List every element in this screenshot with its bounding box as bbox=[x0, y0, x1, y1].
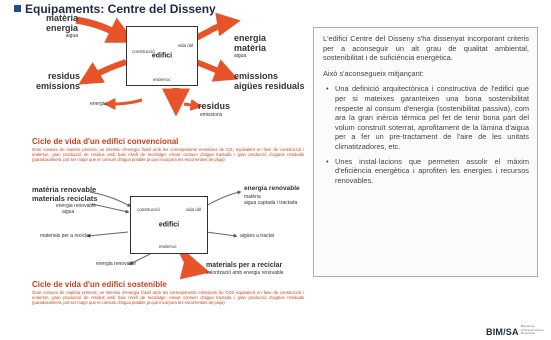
bottom-out-label-2: matèria bbox=[244, 194, 261, 200]
slide-title: Equipaments: Centre del Disseny bbox=[14, 2, 216, 16]
top-left-out-label-1: residus bbox=[47, 71, 80, 81]
top-right-out-arrow bbox=[194, 59, 239, 82]
conventional-title: Cicle de vida d'un edifici convencional bbox=[32, 137, 179, 146]
sustainable-text: Gran consum de matèria primera; us inten… bbox=[32, 290, 304, 306]
bottom-box-demolition-label: enderroc bbox=[159, 244, 177, 249]
bottom-in-label-4: aigua bbox=[62, 209, 75, 215]
top-box-lifespan-label: vida útil bbox=[177, 43, 193, 48]
top-diagram-flows bbox=[75, 12, 241, 117]
bottom-in-label-2: materials reciclats bbox=[32, 194, 98, 203]
top-bottom-left-arrow bbox=[103, 97, 143, 110]
top-left-out-arrow bbox=[78, 59, 127, 85]
top-bottom-right-arrow bbox=[183, 98, 203, 111]
panel-bullet-list: Una definició arquitectònica i construct… bbox=[323, 84, 529, 185]
bottom-out-label-3: aigua captada i tractada bbox=[244, 200, 298, 206]
top-in-label-2: energia bbox=[45, 23, 78, 33]
top-bottom-right-label-1: residus bbox=[198, 101, 231, 111]
bottom-box-lifespan-label: vida útil bbox=[185, 207, 201, 212]
logo-tagline-1: Barcelona bbox=[520, 324, 535, 329]
logo-tagline-3: Municipals bbox=[520, 331, 535, 335]
top-right-out-label-1: emissions bbox=[234, 71, 279, 81]
bottom-right-out-label: aigües a tractar bbox=[240, 233, 275, 239]
bimsa-logo-name: BIM/SA bbox=[486, 327, 519, 337]
bottom-box-center-label: edifici bbox=[158, 221, 180, 229]
sustainable-title: Cicle de vida d'un edifici sostenible bbox=[32, 280, 167, 289]
top-box-construction-label: construcció bbox=[132, 49, 155, 54]
bottom-energia-label: energia renovable bbox=[96, 261, 137, 267]
top-box-center-label: edifici bbox=[151, 52, 173, 60]
bottom-box-construction-label: construcció bbox=[137, 207, 160, 212]
bottom-right-out-label-1: materials per a reciclar bbox=[206, 262, 283, 269]
bottom-in-label-1: matèria renovable bbox=[32, 185, 97, 194]
conventional-text: Gran consum de matèria primera; us inten… bbox=[32, 147, 304, 163]
slide-title-text: Equipaments: Centre del Disseny bbox=[25, 2, 216, 16]
bottom-in-arrow bbox=[89, 191, 132, 207]
panel-intro: L'edifici Centre del Disseny s'ha dissen… bbox=[323, 34, 529, 63]
top-out-label-1: energia bbox=[234, 33, 267, 43]
top-bottom-right-label-2: emissions bbox=[200, 112, 223, 118]
bottom-building-box: construcció vida útil edifici enderroc bbox=[130, 196, 208, 254]
bottom-left-out-label: materials per a reciclar bbox=[40, 233, 91, 239]
bottom-out-arrow bbox=[205, 190, 242, 207]
top-bottom-energia-label: energia bbox=[90, 101, 107, 107]
bottom-out-label-1: energia renovable bbox=[244, 185, 300, 192]
top-left-out-label-2: emissions bbox=[35, 81, 80, 91]
title-bullet-icon bbox=[14, 5, 21, 12]
top-right-out-label-2: aigües residuals bbox=[234, 81, 305, 91]
top-out-label-3: aigua bbox=[234, 53, 247, 59]
panel-lead: Això s'aconsegueix mitjançant: bbox=[323, 68, 424, 78]
bottom-in-arrow-2 bbox=[91, 203, 130, 214]
top-building-box: construcció vida útil edifici enderroc bbox=[126, 26, 198, 86]
bottom-left-out-arrow bbox=[86, 231, 129, 238]
top-out-label-2: matèria bbox=[234, 43, 267, 53]
bottom-right-out-label-2: valorització amb energia renovable bbox=[206, 270, 284, 276]
bottom-diagram-flows bbox=[86, 190, 242, 265]
top-in-arrow bbox=[75, 16, 136, 43]
description-panel: L'edifici Centre del Disseny s'ha dissen… bbox=[313, 27, 538, 277]
top-box-demolition-label: enderroc bbox=[153, 77, 171, 82]
top-in-label-3: aigua bbox=[65, 33, 78, 39]
top-in-label-1: matèria bbox=[45, 13, 78, 23]
top-out-arrow bbox=[194, 12, 241, 41]
bottom-down-arrow bbox=[128, 253, 151, 265]
bottom-right-out-arrow bbox=[205, 231, 238, 238]
logo-tagline-2: d'Infraestructures bbox=[520, 327, 544, 332]
panel-bullet-2: Unes instal·lacions que permeten assolir… bbox=[326, 157, 529, 186]
bottom-in-label-3: energia renovable bbox=[56, 203, 97, 209]
panel-bullet-1: Una definició arquitectònica i construct… bbox=[326, 84, 529, 151]
